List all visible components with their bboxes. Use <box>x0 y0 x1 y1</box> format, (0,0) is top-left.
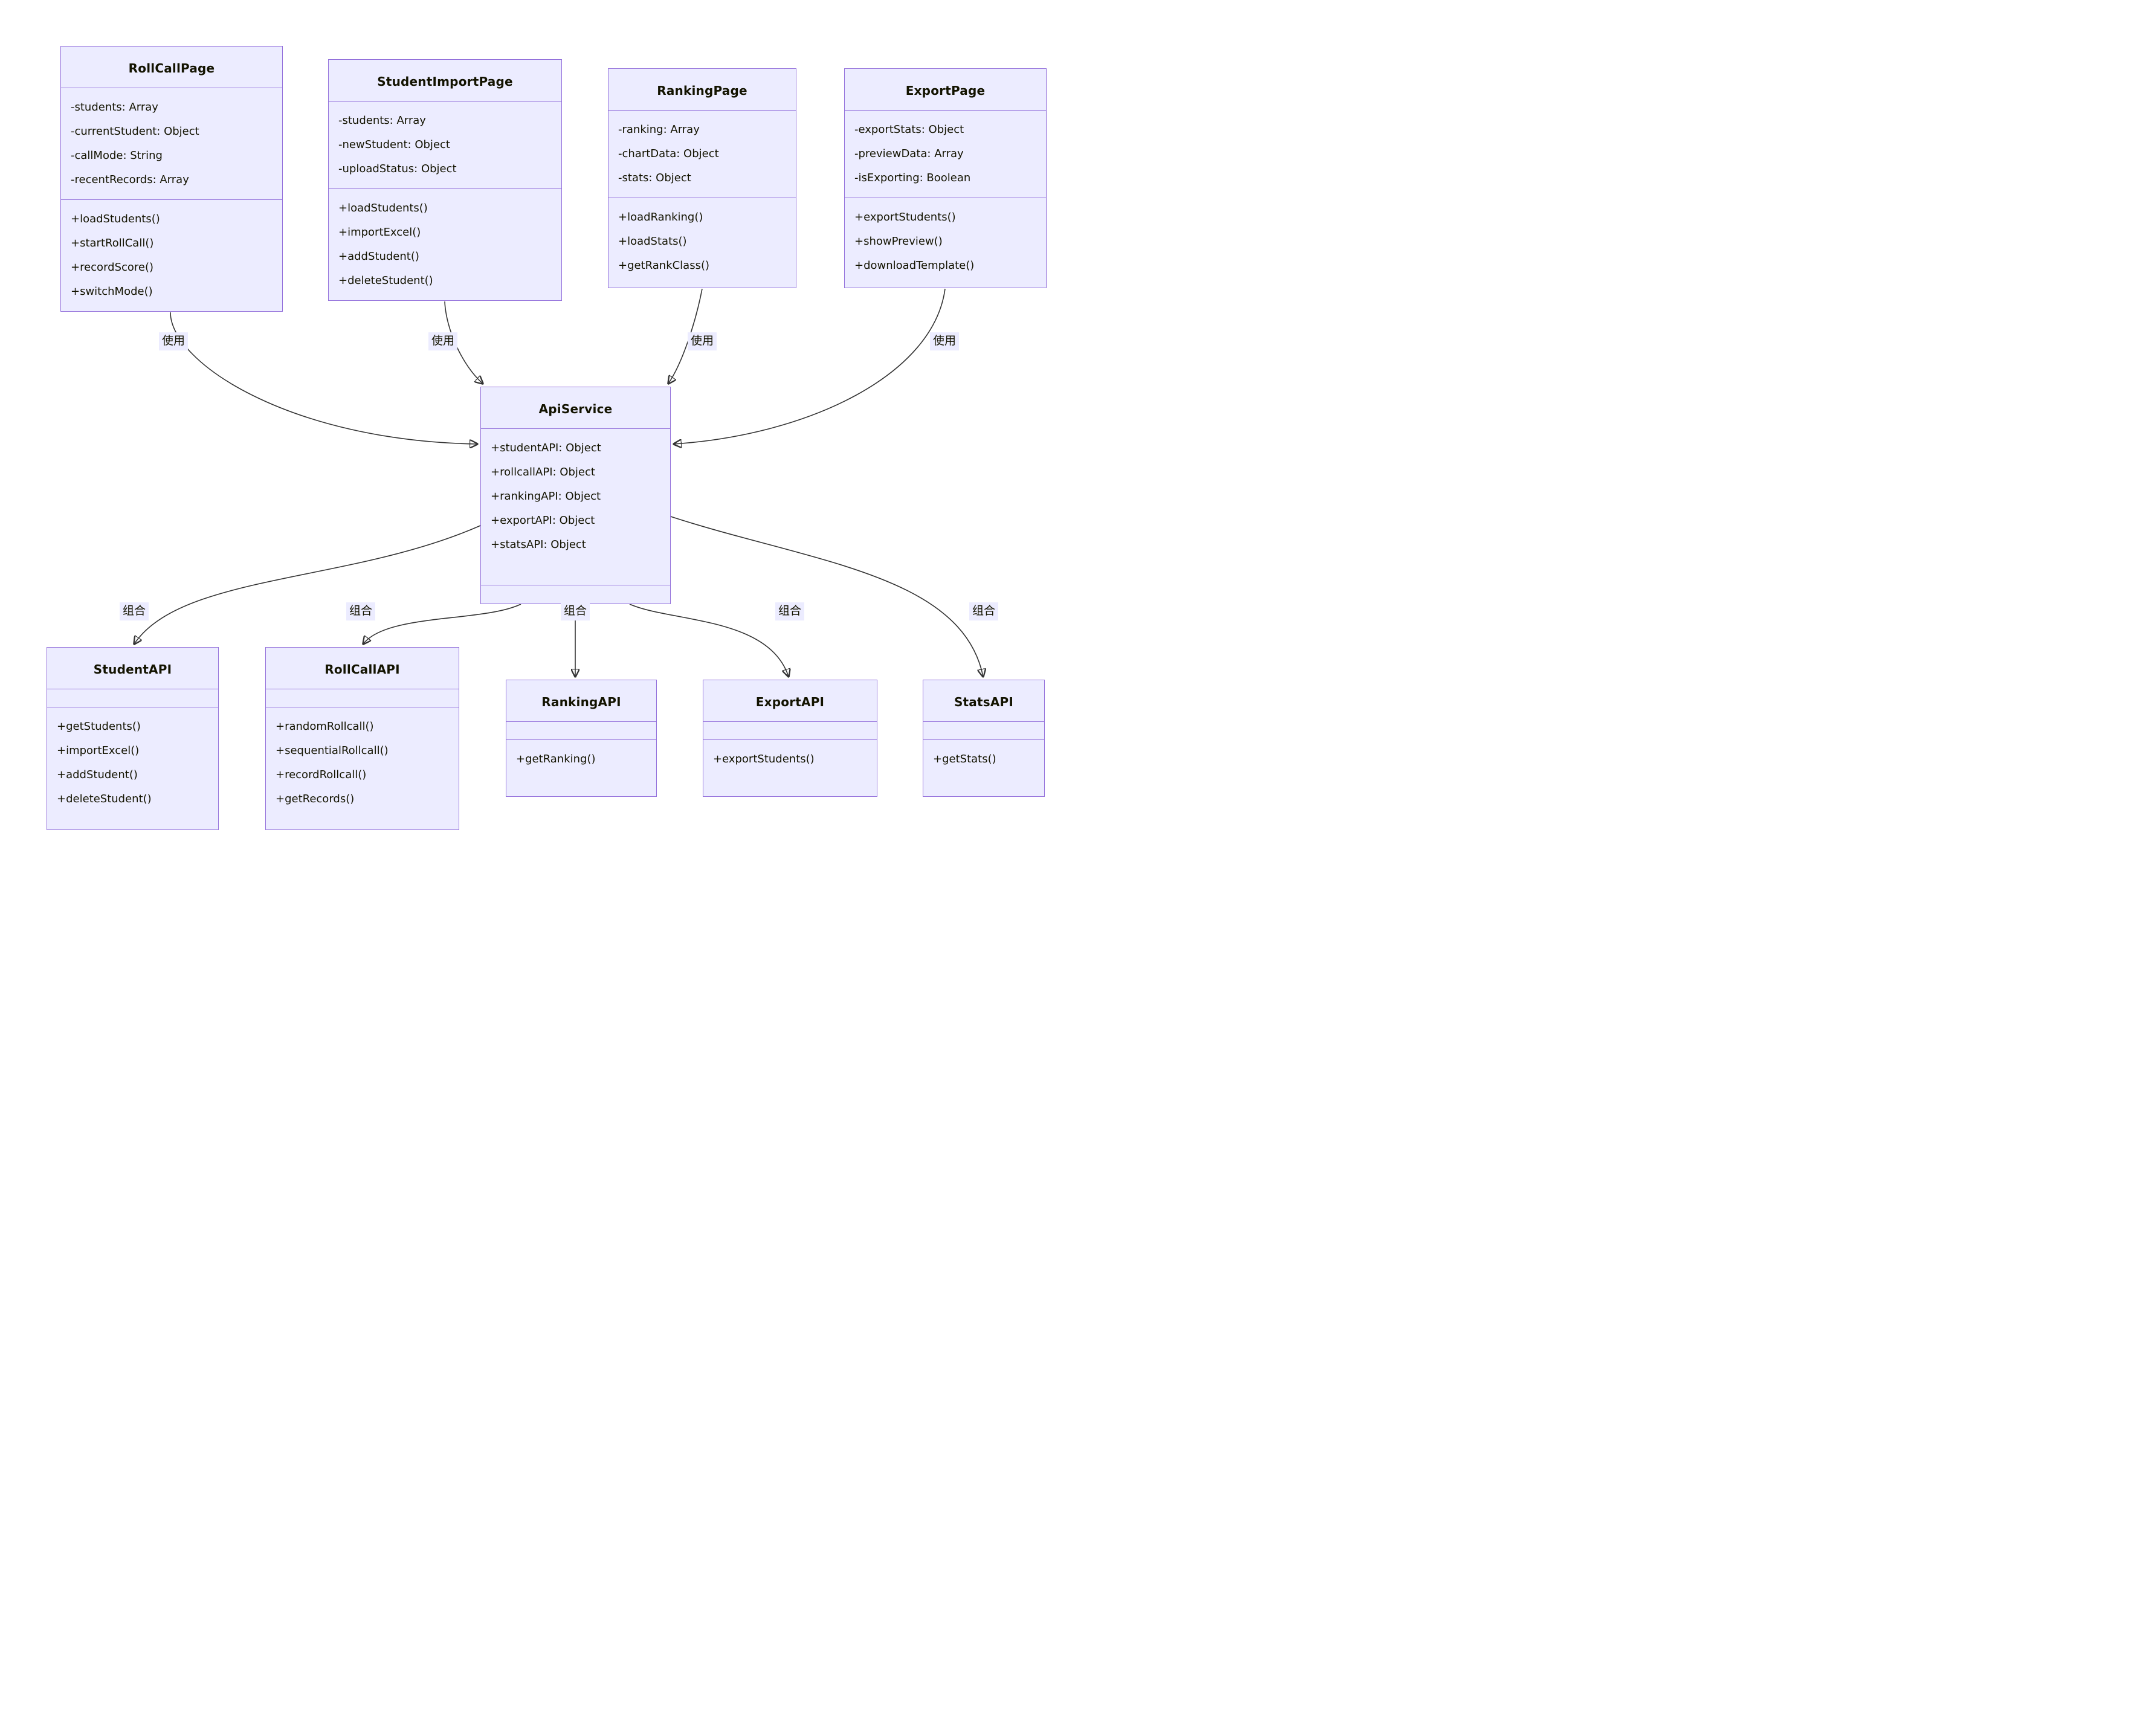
class-box-rollcallapi: RollCallAPI +randomRollcall() +sequentia… <box>265 647 459 830</box>
class-box-studentapi: StudentAPI +getStudents() +importExcel()… <box>47 647 219 830</box>
class-attributes: -students: Array -currentStudent: Object… <box>61 88 282 200</box>
class-title: RollCallPage <box>61 47 282 88</box>
edge-label-use-exportpage: 使用 <box>929 332 960 350</box>
class-methods: +exportStudents() <box>703 740 877 796</box>
method-line: +recordRollcall() <box>276 768 367 781</box>
method-line: +startRollCall() <box>71 237 154 250</box>
class-title: ExportAPI <box>703 680 877 722</box>
method-line: +loadStudents() <box>338 202 428 214</box>
method-line: +importExcel() <box>338 226 421 239</box>
method-line: +sequentialRollcall() <box>276 744 389 757</box>
edge-apiservice-to-studentapi <box>134 525 481 644</box>
edge-label-use-studentimportpage: 使用 <box>428 332 458 350</box>
class-methods: +loadRanking() +loadStats() +getRankClas… <box>608 198 796 288</box>
class-box-studentimportpage: StudentImportPage -students: Array -newS… <box>328 59 562 301</box>
method-line: +getStudents() <box>57 720 141 733</box>
attribute-line: -exportStats: Object <box>854 123 964 136</box>
class-title: RankingPage <box>608 69 796 111</box>
class-title: StudentImportPage <box>329 60 561 101</box>
class-box-rollcallpage: RollCallPage -students: Array -currentSt… <box>60 46 283 312</box>
edge-apiservice-to-statsapi <box>670 516 983 677</box>
method-line: +exportStudents() <box>713 753 815 765</box>
class-title: RankingAPI <box>506 680 656 722</box>
class-attributes: -exportStats: Object -previewData: Array… <box>845 111 1046 198</box>
attribute-line: -callMode: String <box>71 149 163 162</box>
method-line: +deleteStudent() <box>338 274 433 287</box>
class-attributes: +studentAPI: Object +rollcallAPI: Object… <box>481 429 670 585</box>
method-line: +getRecords() <box>276 793 355 805</box>
class-attributes-empty <box>47 689 218 707</box>
attribute-line: -newStudent: Object <box>338 138 450 151</box>
edge-label-compose-rollcallapi: 组合 <box>346 602 376 620</box>
edge-label-compose-exportapi: 组合 <box>775 602 805 620</box>
edge-apiservice-to-exportapi <box>629 604 789 677</box>
attribute-line: -isExporting: Boolean <box>854 172 971 184</box>
method-line: +addStudent() <box>338 250 419 263</box>
method-line: +showPreview() <box>854 235 943 248</box>
class-methods: +getStudents() +importExcel() +addStuden… <box>47 707 218 829</box>
method-line: +getRanking() <box>516 753 596 765</box>
class-box-apiservice: ApiService +studentAPI: Object +rollcall… <box>480 387 671 604</box>
class-attributes-empty <box>266 689 459 707</box>
class-methods-empty <box>481 585 670 604</box>
class-attributes: -students: Array -newStudent: Object -up… <box>329 101 561 189</box>
method-line: +loadRanking() <box>618 211 703 224</box>
attribute-line: -ranking: Array <box>618 123 700 136</box>
edge-label-use-rollcallpage: 使用 <box>158 332 189 350</box>
class-attributes-empty <box>923 722 1044 740</box>
method-line: +getRankClass() <box>618 259 710 272</box>
method-line: +addStudent() <box>57 768 138 781</box>
method-line: +deleteStudent() <box>57 793 152 805</box>
attribute-line: -previewData: Array <box>854 147 964 160</box>
attribute-line: -stats: Object <box>618 172 691 184</box>
edge-exportpage-to-apiservice <box>674 288 946 444</box>
edge-label-use-rankingpage: 使用 <box>687 332 717 350</box>
class-title: ExportPage <box>845 69 1046 111</box>
attribute-line: -students: Array <box>71 101 158 114</box>
class-title: ApiService <box>481 387 670 429</box>
class-title: StatsAPI <box>923 680 1044 722</box>
attribute-line: -uploadStatus: Object <box>338 163 457 175</box>
class-box-exportapi: ExportAPI +exportStudents() <box>703 680 877 797</box>
class-methods: +loadStudents() +importExcel() +addStude… <box>329 189 561 300</box>
edge-label-compose-rankingapi: 组合 <box>560 602 590 620</box>
class-methods: +getRanking() <box>506 740 656 796</box>
method-line: +downloadTemplate() <box>854 259 975 272</box>
class-methods: +getStats() <box>923 740 1044 796</box>
method-line: +importExcel() <box>57 744 140 757</box>
attribute-line: +studentAPI: Object <box>491 442 601 454</box>
class-box-rankingapi: RankingAPI +getRanking() <box>506 680 657 797</box>
attribute-line: +rollcallAPI: Object <box>491 466 595 478</box>
attribute-line: -chartData: Object <box>618 147 719 160</box>
class-methods: +exportStudents() +showPreview() +downlo… <box>845 198 1046 288</box>
attribute-line: -currentStudent: Object <box>71 125 199 138</box>
edge-label-compose-studentapi: 组合 <box>119 602 149 620</box>
class-diagram: RollCallPage -students: Array -currentSt… <box>0 0 1078 863</box>
method-line: +loadStats() <box>618 235 687 248</box>
class-methods: +loadStudents() +startRollCall() +record… <box>61 200 282 311</box>
method-line: +exportStudents() <box>854 211 956 224</box>
attribute-line: +rankingAPI: Object <box>491 490 601 503</box>
class-attributes-empty <box>506 722 656 740</box>
class-box-rankingpage: RankingPage -ranking: Array -chartData: … <box>608 68 796 288</box>
attribute-line: -students: Array <box>338 114 426 127</box>
attribute-line: +statsAPI: Object <box>491 538 586 551</box>
attribute-line: +exportAPI: Object <box>491 514 595 527</box>
edge-layer <box>0 288 1078 863</box>
class-attributes-empty <box>703 722 877 740</box>
class-box-statsapi: StatsAPI +getStats() <box>923 680 1045 797</box>
class-box-exportpage: ExportPage -exportStats: Object -preview… <box>844 68 1047 288</box>
attribute-line: -recentRecords: Array <box>71 173 189 186</box>
edge-label-compose-statsapi: 组合 <box>969 602 999 620</box>
method-line: +getStats() <box>933 753 996 765</box>
method-line: +recordScore() <box>71 261 154 274</box>
method-line: +switchMode() <box>71 285 153 298</box>
edge-apiservice-to-rollcallapi <box>363 604 521 644</box>
class-methods: +randomRollcall() +sequentialRollcall() … <box>266 707 459 829</box>
class-title: RollCallAPI <box>266 648 459 689</box>
method-line: +loadStudents() <box>71 213 160 225</box>
method-line: +randomRollcall() <box>276 720 374 733</box>
class-attributes: -ranking: Array -chartData: Object -stat… <box>608 111 796 198</box>
class-title: StudentAPI <box>47 648 218 689</box>
